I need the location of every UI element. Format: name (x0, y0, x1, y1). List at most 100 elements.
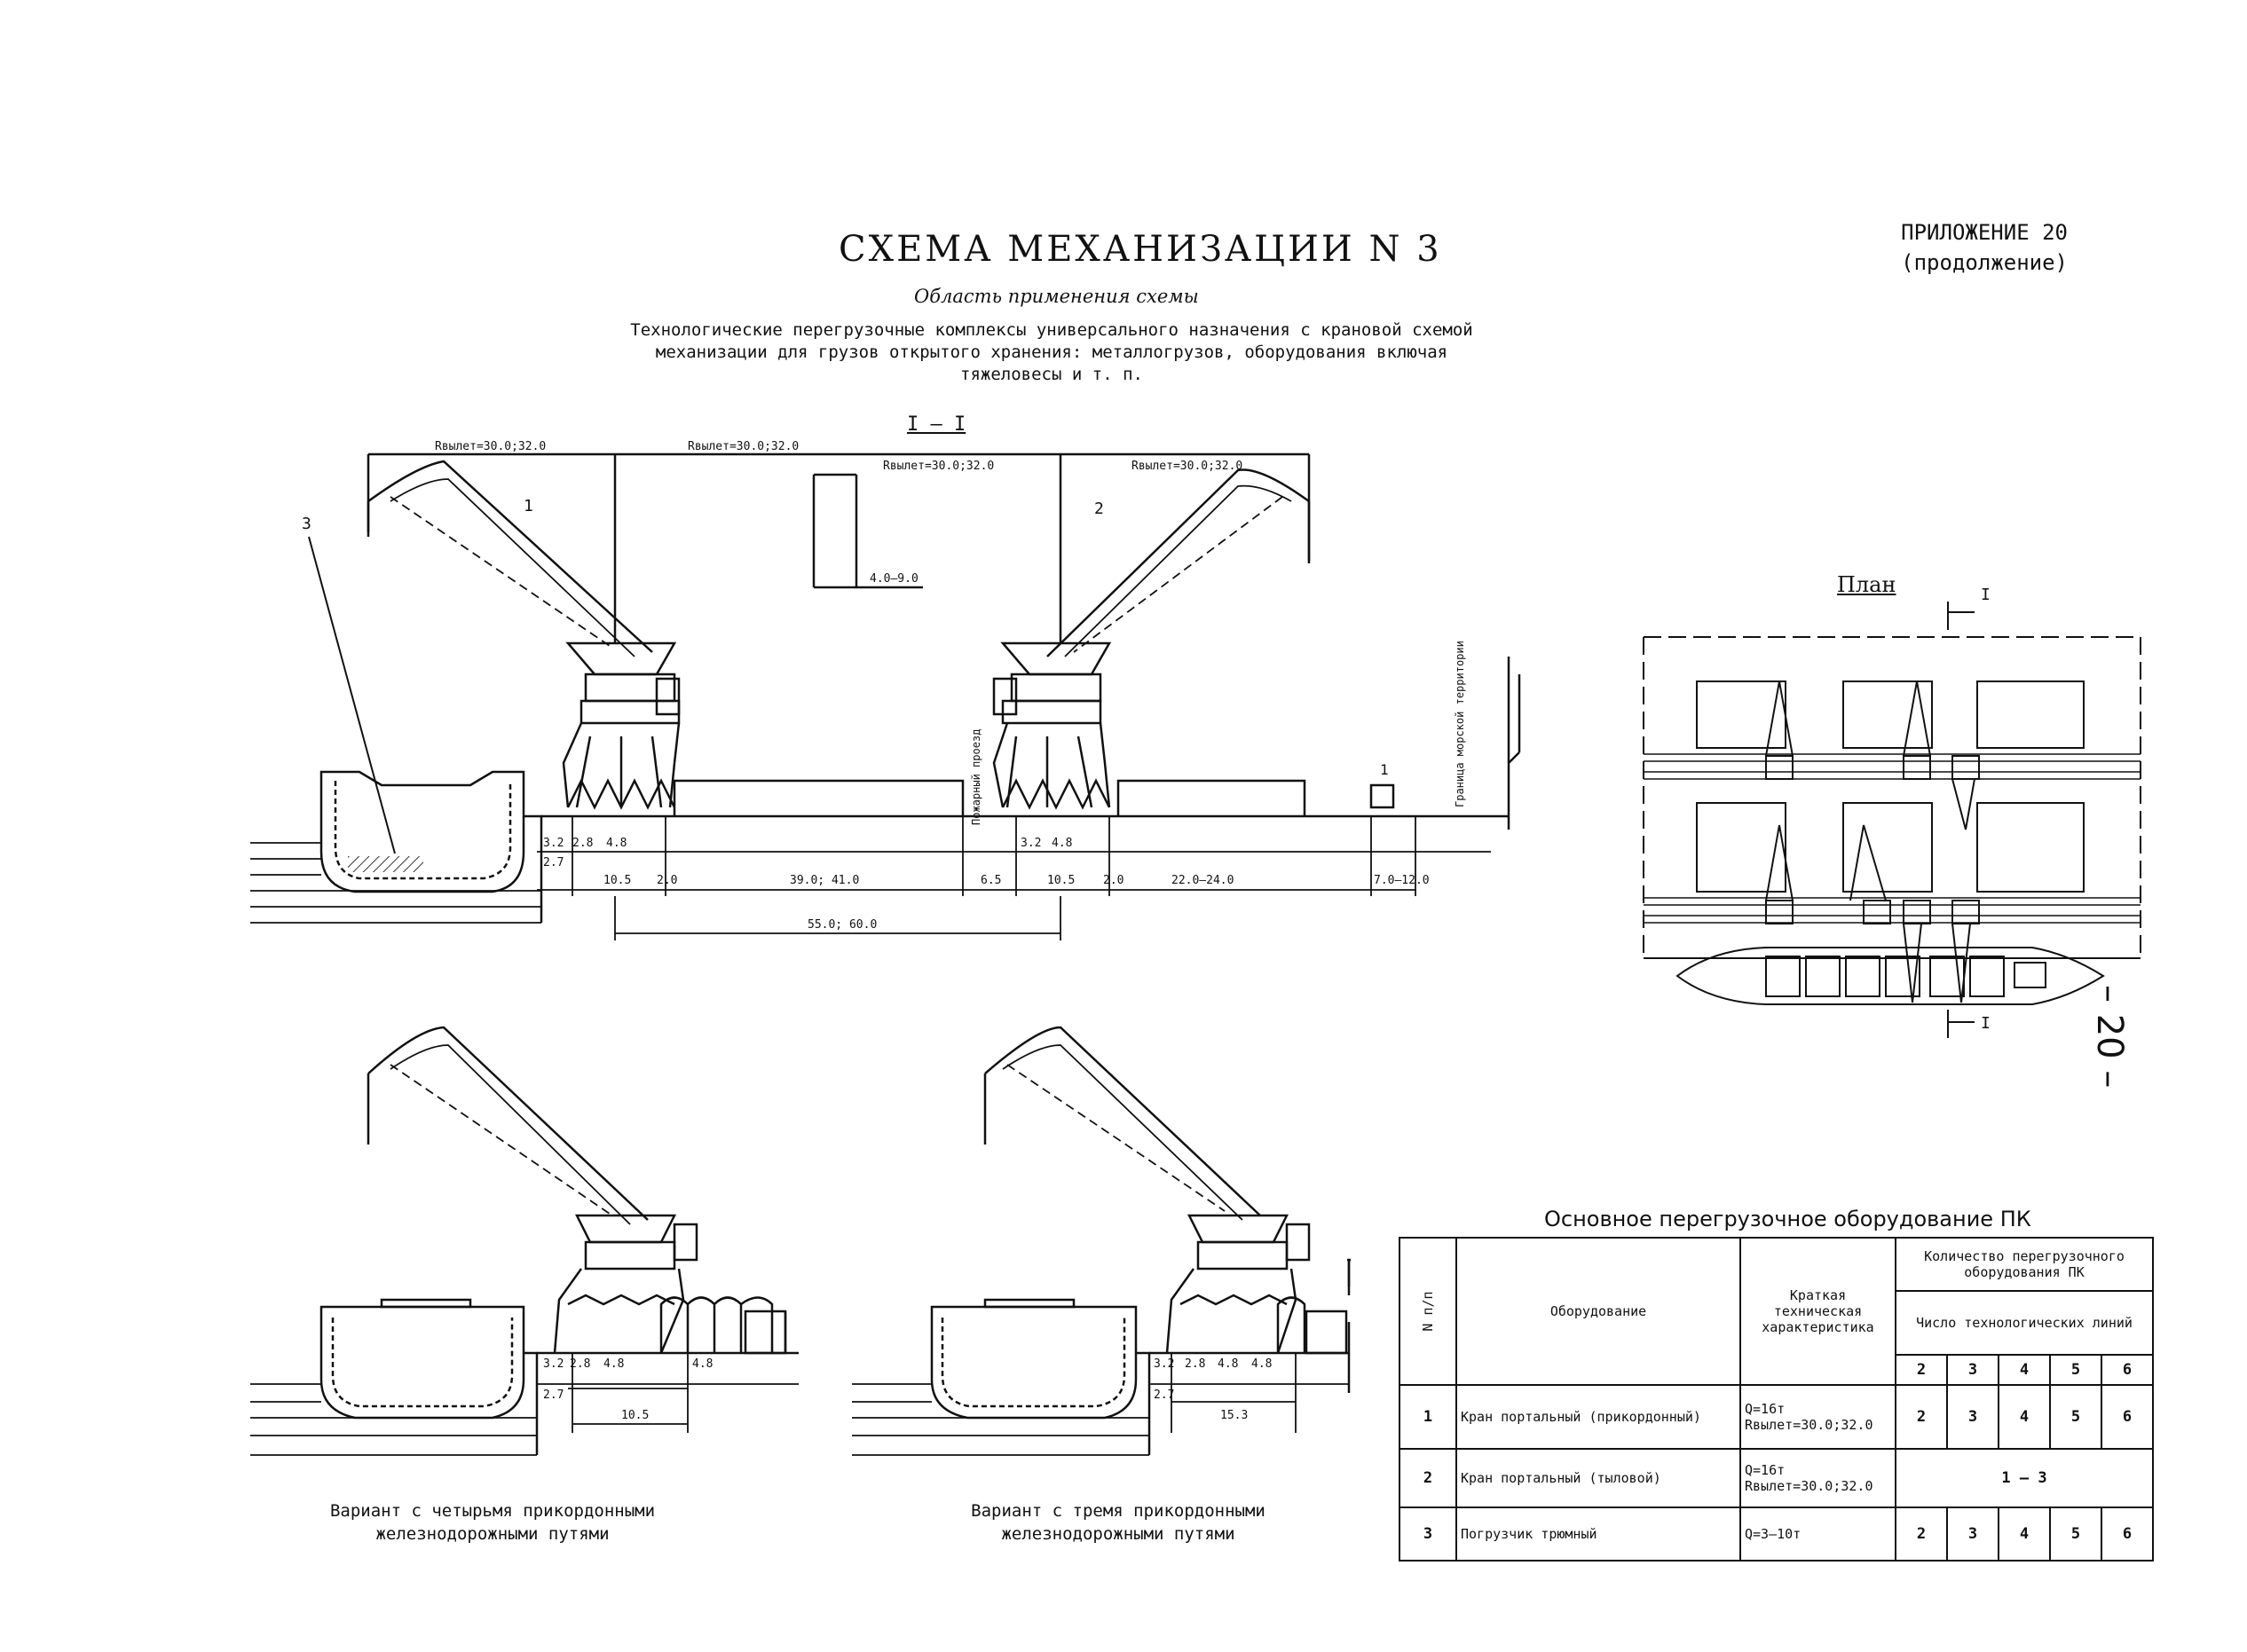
row-merged-value: 1 – 3 (1895, 1448, 2154, 1508)
row-num: 1 (1399, 1384, 1457, 1450)
dim-bottom-1: 2.7 (543, 856, 564, 869)
appendix-continuation: (продолжение) (1901, 250, 2068, 275)
vl-dim-6: 10.5 (621, 1409, 650, 1422)
reach-label-3: Rвылет=30.0;32.0 (883, 460, 995, 473)
subtitle: Область применения схемы (914, 286, 1199, 307)
header-equipment: Оборудование (1455, 1237, 1741, 1386)
plan-label: План (1837, 572, 1896, 597)
dim-bottom-7: 2.0 (1103, 874, 1124, 887)
vr-dim-2: 2.8 (1185, 1357, 1206, 1371)
reach-label-2: Rвылет=30.0;32.0 (688, 440, 800, 453)
port-boundary-label: Граница морской территории (1454, 641, 1466, 807)
appendix-number: ПРИЛОЖЕНИЕ 20 (1901, 220, 2068, 245)
callout-1b: 1 (1380, 761, 1389, 778)
row-num: 3 (1399, 1506, 1457, 1562)
dim-bottom-4: 39.0; 41.0 (790, 874, 860, 887)
variant-left-drawing (250, 1026, 799, 1456)
vr-dim-3: 4.8 (1218, 1357, 1239, 1371)
row-spec: Q=16т Rвылет=30.0;32.0 (1739, 1384, 1896, 1450)
vl-dim-3: 4.8 (603, 1357, 625, 1371)
variant-left-caption: Вариант с четырьмя прикордонными железно… (262, 1499, 723, 1546)
equipment-table-title: Основное перегрузочное оборудование ПК (1544, 1207, 2031, 1231)
line-count: 6 (2101, 1354, 2154, 1386)
variant-left-caption-line2: железнодорожными путями (375, 1524, 610, 1544)
table-row: 1 Кран портальный (прикордонный) Q=16т R… (1399, 1384, 2154, 1450)
plan-view (1643, 602, 2141, 1038)
row-num: 2 (1399, 1448, 1457, 1508)
section-dimensions (537, 816, 1491, 940)
equipment-table: N п/п Оборудование Краткая техническая х… (1399, 1237, 2154, 1562)
line-count: 3 (1946, 1354, 1999, 1386)
dim-top-2: 2.8 (572, 837, 594, 850)
row-value: 6 (2101, 1506, 2154, 1562)
header-num-text: N п/п (1420, 1291, 1436, 1332)
row-value: 3 (1946, 1384, 1999, 1450)
ship-hull (308, 536, 525, 893)
plan-cut-mark-top: I (1981, 586, 1991, 604)
portal-crane-1 (367, 460, 681, 810)
row-value: 2 (1895, 1384, 1948, 1450)
storage-area-1 (673, 779, 965, 816)
dim-bottom-9: 7.0–12.0 (1374, 874, 1430, 887)
vr-dim-6: 15.3 (1220, 1409, 1249, 1422)
portal-crane-2 (992, 468, 1311, 810)
row-spec: Q=16т Rвылет=30.0;32.0 (1739, 1448, 1896, 1508)
line-count: 5 (2049, 1354, 2102, 1386)
row-value: 5 (2049, 1384, 2102, 1450)
callout-1: 1 (524, 497, 533, 515)
water (250, 842, 541, 924)
variant-right-drawing (852, 1026, 1351, 1456)
storage-area-2 (1116, 779, 1306, 816)
table-row: 2 Кран портальный (тыловой) Q=16т Rвылет… (1399, 1448, 2154, 1508)
callout-3: 3 (302, 515, 311, 533)
callout-2: 2 (1094, 500, 1104, 518)
table-row: 3 Погрузчик трюмный Q=3–10т 2 3 4 5 6 (1399, 1506, 2154, 1562)
vr-dim-1: 3.2 (1154, 1357, 1175, 1371)
row-equipment: Кран портальный (тыловой) (1455, 1448, 1741, 1508)
height-dimension: 4.0–9.0 (870, 572, 919, 586)
row-equipment: Погрузчик трюмный (1455, 1506, 1741, 1562)
dim-bottom-2: 10.5 (603, 874, 632, 887)
vl-dim-5: 2.7 (543, 1388, 564, 1402)
vl-dim-4: 4.8 (692, 1357, 714, 1371)
dim-top-3: 4.8 (606, 837, 627, 850)
dim-bottom-8: 22.0–24.0 (1171, 874, 1234, 887)
row-spec: Q=3–10т (1739, 1506, 1896, 1562)
page-number: – 20 – (2089, 985, 2130, 1089)
row-value: 3 (1946, 1506, 1999, 1562)
reach-dimensions (367, 452, 1311, 643)
row-value: 4 (1998, 1506, 2051, 1562)
dim-top-4: 3.2 (1021, 837, 1042, 850)
section-label: I – I (907, 413, 966, 436)
variant-left-caption-line1: Вариант с четырьмя прикордонными (329, 1501, 656, 1521)
header-lines: Число технологических линий (1895, 1290, 2154, 1356)
dim-top-1: 3.2 (543, 837, 564, 850)
row-equipment: Кран портальный (прикордонный) (1455, 1384, 1741, 1450)
page-title: СХЕМА МЕХАНИЗАЦИИ N 3 (839, 229, 1442, 270)
reach-label-1: Rвылет=30.0;32.0 (435, 440, 547, 453)
description: Технологические перегрузочные комплексы … (630, 320, 1473, 384)
variant-right-caption-line2: железнодорожными путями (1001, 1524, 1235, 1544)
dim-bottom-6: 10.5 (1047, 874, 1076, 887)
vr-dim-4: 4.8 (1251, 1357, 1273, 1371)
header-spec: Краткая техническая характеристика (1739, 1237, 1896, 1386)
row-value: 5 (2049, 1506, 2102, 1562)
vr-dim-5: 2.7 (1154, 1388, 1175, 1402)
overall-dimension: 55.0; 60.0 (808, 918, 878, 932)
dim-top-5: 4.8 (1052, 837, 1073, 850)
row-value: 4 (1998, 1384, 2051, 1450)
plan-cut-mark-bottom: I (1981, 1014, 1991, 1033)
tower-small (1369, 783, 1395, 809)
reach-label-4: Rвылет=30.0;32.0 (1131, 460, 1243, 473)
vl-dim-2: 2.8 (570, 1357, 591, 1371)
line-count: 2 (1895, 1354, 1948, 1386)
vl-dim-1: 3.2 (543, 1357, 564, 1371)
variant-right-caption-line1: Вариант с тремя прикордонными (971, 1501, 1265, 1521)
line-count: 4 (1998, 1354, 2051, 1386)
header-quantity: Количество перегрузочного оборудования П… (1895, 1237, 2154, 1292)
header-num: N п/п (1399, 1237, 1457, 1386)
variant-right-caption: Вариант с тремя прикордонными железнодор… (887, 1499, 1349, 1546)
appendix-label: ПРИЛОЖЕНИЕ 20 (продолжение) (1890, 217, 2068, 278)
row-value: 6 (2101, 1384, 2154, 1450)
